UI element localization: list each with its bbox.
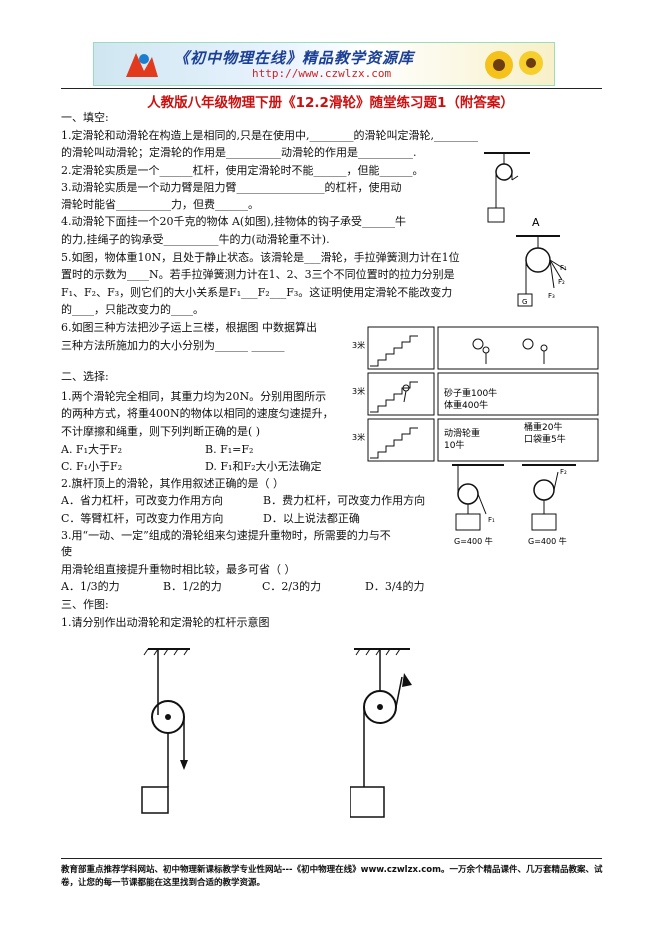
choice-line: 2.旗杆顶上的滑轮，其作用叙述正确的是（ ）: [61, 477, 284, 490]
label-sand: 砂子重100牛: [444, 387, 497, 399]
section-draw-heading: 三、作图:: [61, 598, 109, 611]
choice-line: 3.用“一动、一定”组成的滑轮组来匀速提升重物时，所需要的力与不: [61, 529, 391, 542]
label-f1: F₁: [560, 264, 567, 272]
fill-line: 置时的示数为____N。若手拉弹簧测力计在1、2、3三个不同位置时的拉力分别是: [61, 268, 455, 281]
fill-line: 三种方法所施加力的大小分别为______ ______: [61, 339, 285, 352]
site-banner: 《初中物理在线》精品教学资源库 http://www.czwlzx.com: [93, 42, 555, 86]
page-title: 人教版八年级物理下册《12.2滑轮》随堂练习题1（附答案）: [147, 95, 514, 111]
label-a: A: [532, 216, 540, 229]
choice-option: C．2/3的力: [262, 580, 322, 593]
banner-brand: 《初中物理在线》精品教学资源库: [174, 49, 415, 67]
label-g400: G=400 牛: [528, 536, 567, 546]
label-g400: G=400 牛: [454, 536, 493, 546]
label-f3: F₃: [548, 292, 555, 300]
movable-pulley-drawing: [141, 648, 190, 814]
footer-rule: [61, 858, 602, 859]
label-f2: F₂: [560, 468, 567, 476]
three-methods-figure: 3米 3米 3米 砂子重100牛 体重400牛 动滑轮重 10牛 桶重20牛 口…: [352, 326, 599, 462]
choice-line: 不计摩擦和绳重，则下列判断正确的是( ): [61, 425, 261, 438]
fill-line: 滑轮时能省__________力，但费______。: [61, 198, 259, 211]
label-pulley-weight: 动滑轮重: [444, 427, 480, 439]
fill-line: 的滑轮叫动滑轮；定滑轮的作用是__________动滑轮的作用是________…: [61, 146, 417, 159]
label-g: G: [522, 298, 527, 306]
section-fill-heading: 一、填空:: [61, 111, 109, 124]
spring-scale-pulley-figure: A G F₁ F₂ F₃: [516, 216, 567, 307]
fill-line: F₁、F₂、F₃，则它们的大小关系是F₁___F₂___F₃。这证明使用定滑轮不…: [61, 286, 453, 299]
fill-line: 6.如图三种方法把沙子运上三楼，根据图 中数据算出: [61, 321, 317, 334]
fill-line: 的____，只能改变力的____。: [61, 303, 204, 316]
choice-option: C. F₁小于F₂: [61, 460, 123, 473]
fixed-pulley-drawing: [350, 648, 412, 818]
choice-option: A. F₁大于F₂: [61, 443, 123, 456]
two-pulleys-figure: F₁ F₂ G=400 牛 G=400 牛: [452, 464, 576, 546]
choice-option: D．以上说法都正确: [263, 512, 360, 525]
draw-question: 1.请分别作出动滑轮和定滑轮的杠杆示意图: [61, 616, 270, 629]
choice-option: A．省力杠杆，可改变力作用方向: [61, 494, 223, 507]
choice-option: A．1/3的力: [61, 580, 120, 593]
fill-line: 3.动滑轮实质是一个动力臂是阻力臂________________的杠杆，使用动: [61, 181, 402, 194]
label-3m: 3米: [352, 386, 365, 396]
label-bucket: 桶重20牛: [524, 421, 562, 433]
choice-option: D. F₁和F₂大小无法确定: [205, 460, 322, 473]
page-footer: 教育部重点推荐学科网站、初中物理新课标教学专业性网站---《初中物理在线》www…: [61, 865, 603, 888]
fill-line: 5.如图，物体重10N，且处于静止状态。该滑轮是___滑轮，手拉弹簧测力计在1位: [61, 251, 460, 264]
site-logo: [126, 53, 158, 77]
choice-line: 的两种方式，将重400N的物体以相同的速度匀速提升，: [61, 407, 334, 420]
banner-url: http://www.czwlzx.com: [252, 67, 392, 80]
label-bag: 口袋重5牛: [524, 433, 566, 445]
header-rule: [61, 88, 602, 89]
choice-option: B．1/2的力: [163, 580, 222, 593]
choice-option: B. F₁=F₂: [205, 443, 254, 456]
fill-line: 1.定滑轮和动滑轮在构造上是相同的,只是在使用中,________的滑轮叫定滑轮…: [61, 129, 478, 142]
fill-line: 2.定滑轮实质是一个______杠杆，使用定滑轮时不能______，但能____…: [61, 164, 424, 177]
sunflower-image: [485, 51, 543, 79]
label-f1: F₁: [488, 516, 495, 524]
choice-option: B．费力杠杆，可改变力作用方向: [263, 494, 426, 507]
choice-option: C．等臂杠杆，可改变力作用方向: [61, 512, 224, 525]
label-3m: 3米: [352, 340, 365, 350]
fixed-pulley-figure: [484, 152, 530, 223]
fill-line: 的力,挂绳子的钩承受__________牛的力(动滑轮重不计).: [61, 233, 330, 246]
fill-line: 4.动滑轮下面挂一个20千克的物体 A(如图),挂物体的钩子承受______牛: [61, 215, 407, 228]
label-10n: 10牛: [444, 439, 464, 451]
label-body: 体重400牛: [444, 399, 488, 411]
label-3m: 3米: [352, 432, 365, 442]
label-f2: F₂: [558, 278, 565, 286]
choice-line: 用滑轮组直接提升重物时相比较，最多可省（ ）: [61, 563, 296, 576]
choice-line: 1.两个滑轮完全相同，其重力均为20N。分别用图所示: [61, 390, 327, 403]
choice-line: 使: [61, 545, 72, 558]
section-choice-heading: 二、选择:: [61, 370, 109, 383]
choice-option: D．3/4的力: [365, 580, 425, 593]
